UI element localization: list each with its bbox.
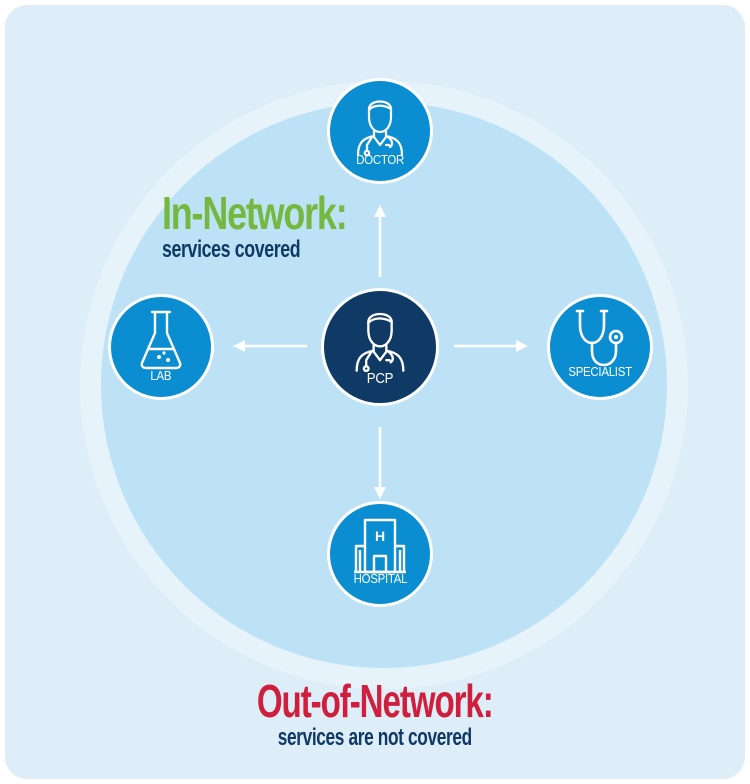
doctor-node: DOCTOR — [327, 78, 433, 184]
pcp-node: PCP — [321, 288, 439, 406]
node-label-hospital: HOSPITAL — [353, 571, 407, 586]
hospital-node: H HOSPITAL — [327, 501, 433, 607]
in-network-title: In-Network: — [162, 187, 348, 239]
node-label-doctor: DOCTOR — [356, 152, 404, 167]
doctor-icon — [356, 100, 404, 157]
arrow-down-icon — [374, 427, 386, 499]
doctor-icon — [355, 312, 405, 373]
arrow-right-icon — [454, 340, 528, 352]
node-label-pcp: PCP — [366, 370, 394, 387]
node-label-lab: LAB — [150, 368, 172, 383]
specialist-node: SPECIALIST — [547, 294, 653, 400]
node-label-specialist: SPECIALIST — [568, 364, 632, 379]
out-network-subtitle: services are not covered — [277, 724, 473, 751]
hospital-icon: H — [354, 518, 406, 574]
arrow-up-icon — [374, 205, 386, 277]
arrow-left-icon — [233, 340, 307, 352]
in-network-subtitle: services covered — [162, 236, 301, 263]
stethoscope-icon — [575, 309, 624, 367]
flask-icon — [140, 310, 182, 370]
hospital-sign: H — [375, 528, 385, 544]
lab-node: LAB — [108, 294, 214, 400]
out-network-title: Out-of-Network: — [257, 675, 494, 727]
in-network-label: In-Network: services covered — [162, 190, 392, 262]
out-network-label: Out-of-Network: services are not covered — [0, 678, 750, 750]
